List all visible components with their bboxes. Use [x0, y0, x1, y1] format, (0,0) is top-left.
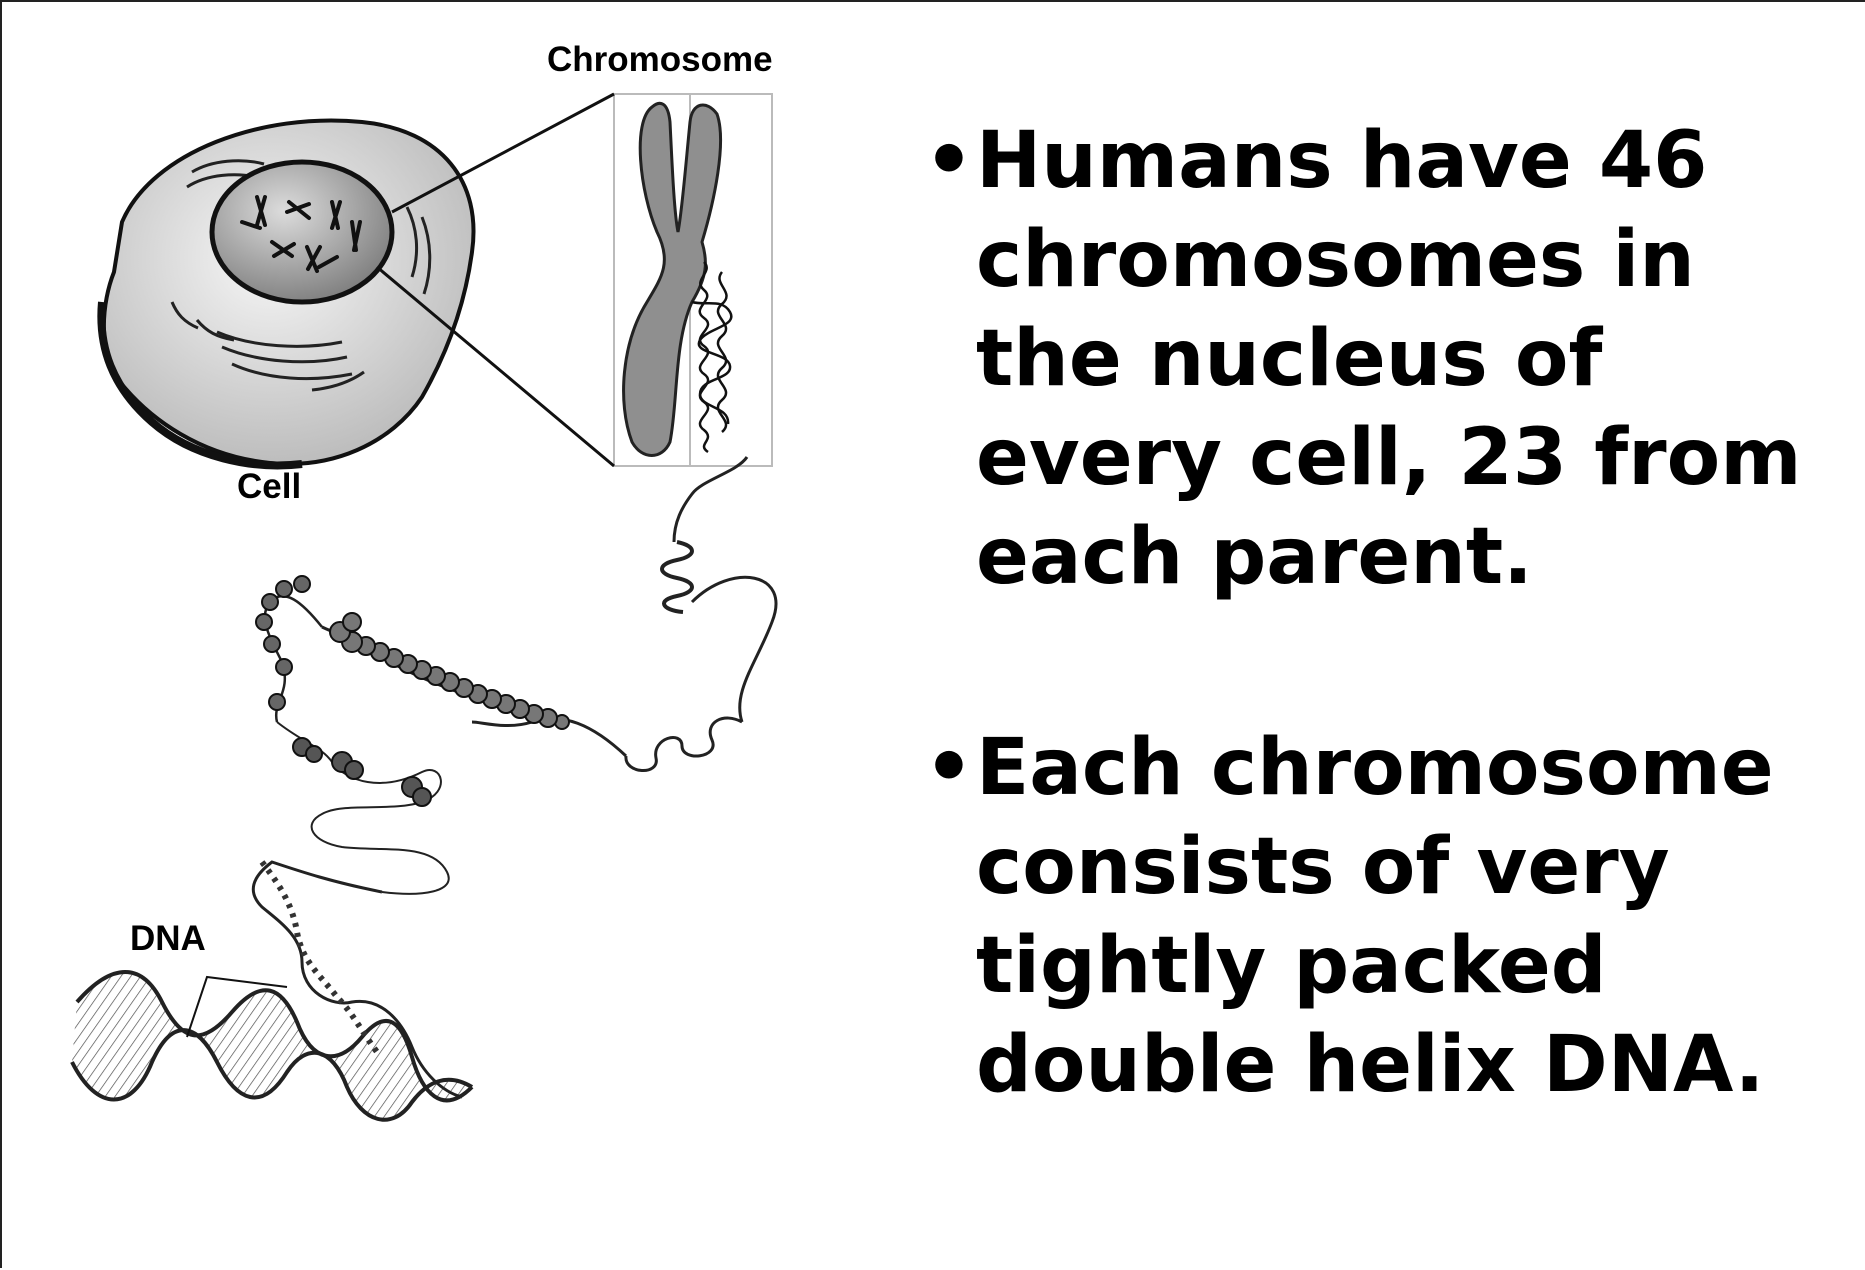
cell-drawing	[101, 120, 473, 465]
dna-label: DNA	[130, 919, 206, 959]
bullet-text: Humans have 46 chromosomes in the nucleu…	[976, 116, 1801, 602]
cell-label: Cell	[237, 467, 301, 507]
nucleus	[212, 162, 392, 302]
chromosome-zoom	[614, 94, 772, 466]
chromosome-label: Chromosome	[547, 40, 773, 80]
bullet-dot-icon: •	[924, 112, 974, 211]
bullet-list: • Humans have 46 chromosomes in the nucl…	[922, 112, 1842, 1115]
bullet-item: • Each chromosome consists of very tight…	[922, 719, 1842, 1115]
dna-double-helix	[72, 862, 472, 1120]
bullet-item: • Humans have 46 chromosomes in the nucl…	[922, 112, 1842, 607]
bullet-text: Each chromosome consists of very tightly…	[976, 723, 1774, 1110]
bullet-dot-icon: •	[924, 719, 974, 818]
dna-packaging-illustration	[2, 2, 902, 1270]
nucleosome-fiber	[256, 576, 569, 894]
chromatin-fiber	[472, 457, 776, 771]
